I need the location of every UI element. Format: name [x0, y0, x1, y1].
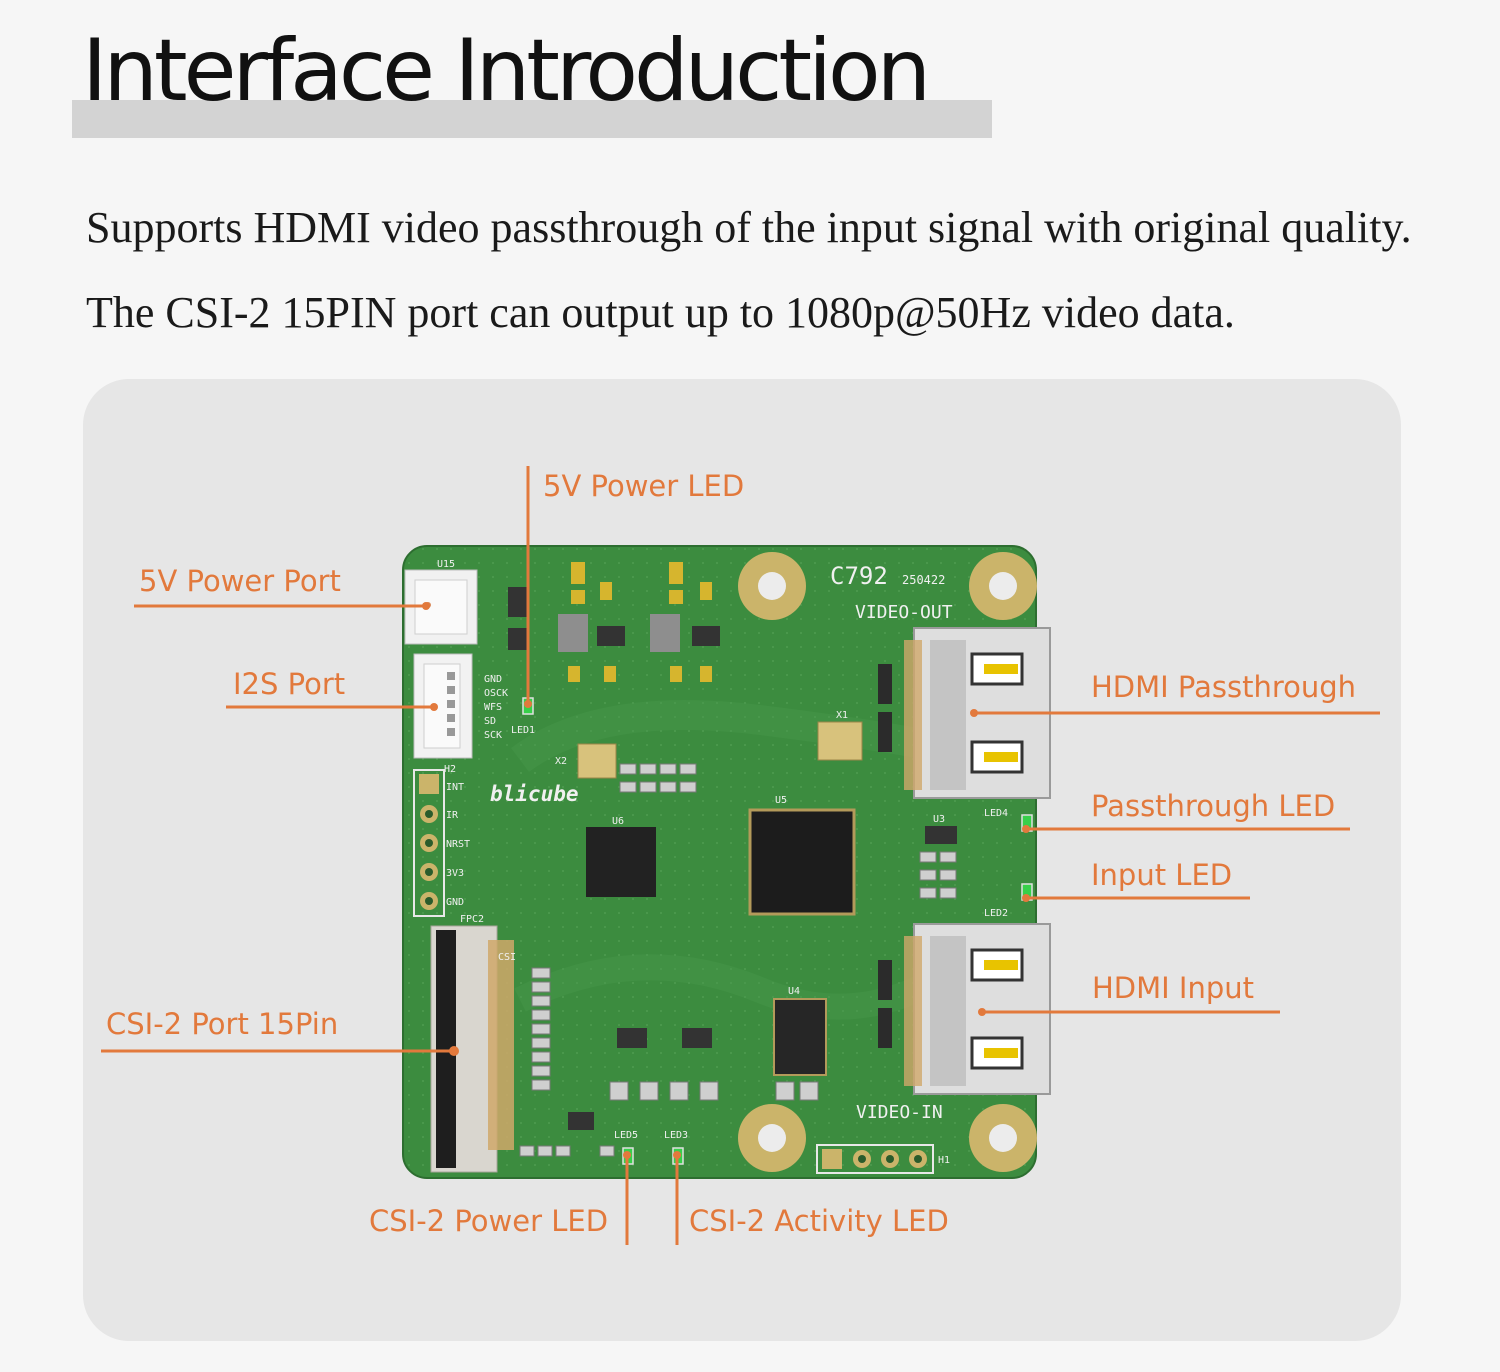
- chip-u2: [692, 626, 720, 646]
- transistor-q6: [568, 1112, 594, 1130]
- power-port-connector: [404, 569, 478, 645]
- mounting-hole-top-left: [738, 552, 806, 620]
- ref-u5: U5: [775, 795, 787, 806]
- ref-csi: CSI: [498, 952, 516, 963]
- ref-u4: U4: [788, 986, 800, 997]
- i2s-pin-osck: OSCK: [484, 688, 508, 699]
- h2-pin-3v3: 3V3: [446, 868, 464, 879]
- h2-pin-nrst: NRST: [446, 839, 470, 850]
- h2-pin-ir: IR: [446, 810, 459, 821]
- brand-logo: blicube: [490, 782, 579, 806]
- board-date-code: 250422: [902, 573, 945, 587]
- chip-u5: [748, 808, 856, 916]
- passive-components: [519, 763, 957, 1157]
- label-passthrough-led: Passthrough LED: [1091, 789, 1336, 823]
- ref-led4: LED4: [984, 808, 1008, 819]
- crystal-x1: [817, 721, 863, 761]
- chip-u3: [925, 826, 957, 844]
- chip-u1: [597, 626, 625, 646]
- hdmi-in-connector: [904, 923, 1051, 1095]
- ref-u15: U15: [437, 559, 455, 570]
- h2-header: [413, 769, 445, 917]
- ref-x2: X2: [555, 756, 567, 767]
- page-title: Interface Introduction: [82, 21, 931, 121]
- capacitors: [568, 562, 712, 682]
- ref-led5: LED5: [614, 1130, 638, 1141]
- i2s-pin-gnd: GND: [484, 674, 502, 685]
- ref-h1: H1: [938, 1155, 950, 1166]
- h2-pin-gnd: GND: [446, 897, 464, 908]
- label-input-led: Input LED: [1091, 858, 1233, 892]
- video-out-label: VIDEO-OUT: [855, 602, 953, 623]
- description-line-2: The CSI-2 15PIN port can output up to 10…: [86, 288, 1235, 337]
- ref-x1: X1: [836, 710, 848, 721]
- mounting-hole-top-right: [969, 552, 1037, 620]
- ref-h2: H2: [444, 764, 456, 775]
- inductor-l2: [650, 614, 680, 652]
- inductor-l1: [558, 614, 588, 652]
- label-power-port: 5V Power Port: [139, 564, 341, 598]
- label-csi-power-led: CSI-2 Power LED: [369, 1204, 609, 1238]
- label-hdmi-passthrough: HDMI Passthrough: [1091, 670, 1357, 704]
- crystal-x2: [577, 743, 617, 779]
- description-line-1: Supports HDMI video passthrough of the i…: [86, 203, 1412, 252]
- i2s-pin-sck: SCK: [484, 730, 502, 741]
- label-power-led: 5V Power LED: [543, 469, 745, 503]
- label-csi-port: CSI-2 Port 15Pin: [106, 1007, 339, 1041]
- label-i2s-port: I2S Port: [233, 667, 346, 701]
- transistor-q9: [508, 587, 528, 617]
- csi-fpc-connector: [430, 925, 514, 1173]
- chip-u6: [586, 827, 656, 897]
- title-highlight: [72, 100, 992, 138]
- pcb-board: [402, 545, 1037, 1179]
- ref-led1: LED1: [511, 725, 535, 736]
- transistor-q8: [508, 628, 528, 650]
- ref-fpc2: FPC2: [460, 914, 484, 925]
- h2-pin-int: INT: [446, 782, 464, 793]
- i2s-pin-wfs: WFS: [484, 702, 502, 713]
- ref-u3: U3: [933, 814, 945, 825]
- label-hdmi-input: HDMI Input: [1092, 971, 1255, 1005]
- ref-led3: LED3: [664, 1130, 688, 1141]
- ref-u6: U6: [612, 816, 624, 827]
- esd-arrays: [878, 664, 892, 1048]
- chip-u7: [617, 1028, 647, 1048]
- ref-led2: LED2: [984, 908, 1008, 919]
- video-in-label: VIDEO-IN: [856, 1102, 943, 1123]
- board-model: C792: [830, 562, 888, 590]
- mounting-hole-bottom-left: [738, 1104, 806, 1172]
- mounting-hole-bottom-right: [969, 1104, 1037, 1172]
- chip-u8: [682, 1028, 712, 1048]
- i2s-pin-sd: SD: [484, 716, 496, 727]
- chip-u4: [773, 998, 827, 1076]
- label-csi-activity-led: CSI-2 Activity LED: [689, 1204, 949, 1238]
- h1-header: [816, 1144, 934, 1174]
